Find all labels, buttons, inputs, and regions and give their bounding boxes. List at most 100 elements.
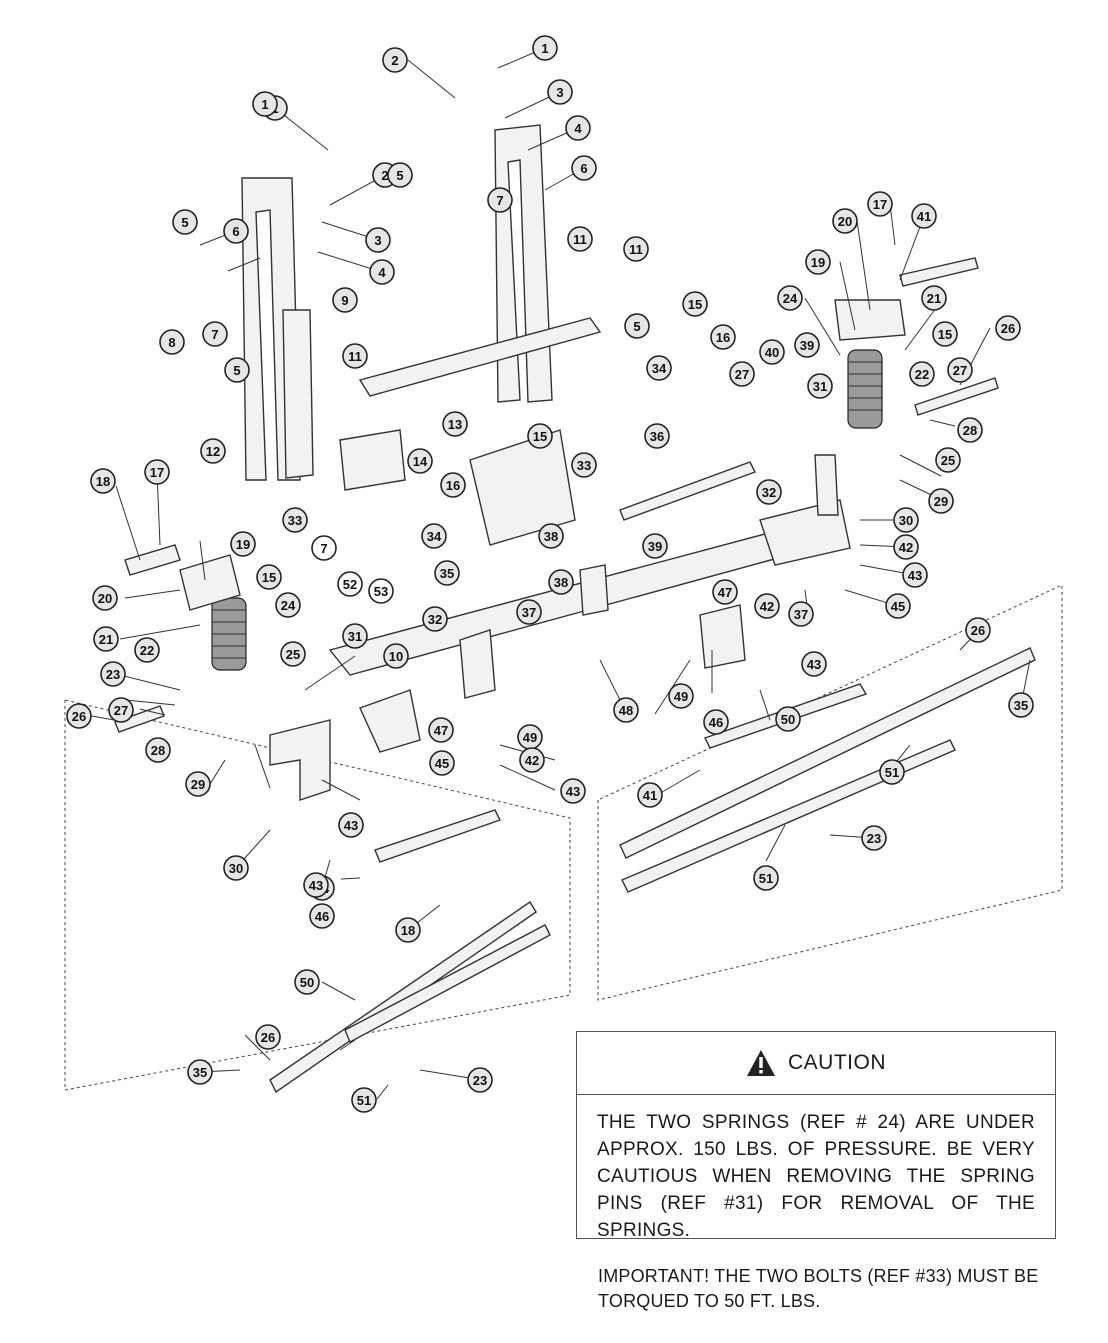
callout-label: 46 <box>315 909 329 924</box>
callout-circle <box>202 321 228 347</box>
callout-circle <box>90 468 116 494</box>
callout-label: 31 <box>348 629 362 644</box>
callout-1: 1 <box>532 35 558 61</box>
callout-label: 50 <box>781 712 795 727</box>
callout-circle <box>928 488 954 514</box>
spring-left <box>211 597 247 671</box>
callout-circle <box>382 47 408 73</box>
callout-47: 47 <box>712 579 738 605</box>
callout-label: 35 <box>440 566 454 581</box>
callout-circle <box>965 617 991 643</box>
callout-circle <box>547 79 573 105</box>
roller-bars <box>114 257 1036 1094</box>
callout-43: 43 <box>902 562 928 588</box>
callout-label: 12 <box>206 444 220 459</box>
callout-8: 8 <box>159 329 185 355</box>
callout-label: 4 <box>378 265 386 280</box>
callout-label: 43 <box>309 878 323 893</box>
callout-circle <box>947 357 973 383</box>
callout-circle <box>646 355 672 381</box>
callout-circle <box>777 285 803 311</box>
callout-label: 3 <box>374 233 381 248</box>
callout-label: 34 <box>427 529 442 544</box>
callout-label: 38 <box>544 529 558 544</box>
callout-label: 49 <box>523 730 537 745</box>
callout-12: 12 <box>200 438 226 464</box>
callout-label: 29 <box>934 494 948 509</box>
callout-23: 23 <box>467 1067 493 1093</box>
callout-circle <box>66 703 92 729</box>
callout-label: 51 <box>357 1093 371 1108</box>
callout-29: 29 <box>928 488 954 514</box>
callout-circle <box>682 291 708 317</box>
callout-circle <box>145 737 171 763</box>
callout-label: 17 <box>150 465 164 480</box>
callout-26: 26 <box>995 315 1021 341</box>
callout-label: 50 <box>300 975 314 990</box>
callout-32: 32 <box>756 479 782 505</box>
callout-33: 33 <box>282 507 308 533</box>
callout-28: 28 <box>957 417 983 443</box>
callout-label: 42 <box>899 540 913 555</box>
callout-label: 37 <box>794 607 808 622</box>
callout-circle <box>93 626 119 652</box>
callout-circle <box>422 606 448 632</box>
callout-49: 49 <box>517 724 543 750</box>
callout-circle <box>623 236 649 262</box>
callout-15: 15 <box>527 423 553 449</box>
important-torque-note: IMPORTANT! THE TWO BOLTS (REF #33) MUST … <box>598 1266 1039 1311</box>
callout-circle <box>532 35 558 61</box>
callout-circle <box>368 578 394 604</box>
callout-4: 4 <box>369 259 395 285</box>
callout-label: 36 <box>650 429 664 444</box>
callout-15: 15 <box>682 291 708 317</box>
callout-label: 16 <box>716 330 730 345</box>
callout-label: 10 <box>389 649 403 664</box>
callout-circle <box>519 747 545 773</box>
callout-label: 13 <box>448 417 462 432</box>
callout-circle <box>387 162 413 188</box>
callout-circle <box>159 329 185 355</box>
callout-35: 35 <box>1008 692 1034 718</box>
callout-label: 47 <box>718 585 732 600</box>
callout-label: 2 <box>391 53 398 68</box>
callout-46: 46 <box>309 903 335 929</box>
callout-43: 43 <box>338 812 364 838</box>
callout-label: 51 <box>885 765 899 780</box>
callout-label: 32 <box>428 612 442 627</box>
callout-3: 3 <box>547 79 573 105</box>
callout-17: 17 <box>867 191 893 217</box>
callout-circle <box>624 313 650 339</box>
callout-circle <box>282 507 308 533</box>
callout-circle <box>1008 692 1034 718</box>
callout-circle <box>642 533 668 559</box>
callout-circle <box>108 697 134 723</box>
callout-circle <box>548 569 574 595</box>
callout-circle <box>832 208 858 234</box>
callout-circle <box>421 523 447 549</box>
callout-51: 51 <box>351 1087 377 1113</box>
callout-label: 34 <box>652 361 667 376</box>
callout-53: 53 <box>368 578 394 604</box>
callout-label: 15 <box>688 297 702 312</box>
callout-label: 41 <box>917 209 931 224</box>
caution-header: CAUTION <box>577 1032 1055 1095</box>
callout-circle <box>935 447 961 473</box>
callout-label: 20 <box>98 591 112 606</box>
callout-circle <box>861 825 887 851</box>
callout-11: 11 <box>567 226 593 252</box>
callout-label: 5 <box>633 319 640 334</box>
main-crossbar <box>328 317 802 676</box>
callout-circle <box>932 321 958 347</box>
callout-label: 1 <box>261 97 268 112</box>
callout-22: 22 <box>134 637 160 663</box>
callout-circle <box>911 203 937 229</box>
callout-label: 8 <box>168 335 175 350</box>
callout-circle <box>429 750 455 776</box>
callout-circle <box>637 782 663 808</box>
callout-42: 42 <box>519 747 545 773</box>
brackets <box>179 299 906 801</box>
callout-9: 9 <box>332 287 358 313</box>
callout-circle <box>185 771 211 797</box>
